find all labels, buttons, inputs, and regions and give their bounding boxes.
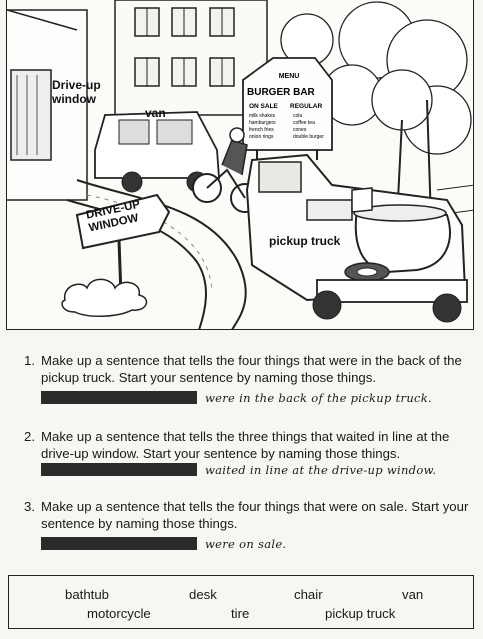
- sentence-ending-2: waited in line at the drive-up window.: [205, 463, 437, 477]
- answer-blank-1[interactable]: [41, 391, 197, 404]
- van-label: van: [145, 106, 166, 120]
- answer-blank-3[interactable]: [41, 537, 197, 550]
- word-bank-item: chair: [294, 587, 323, 602]
- menu-item: milk shakes: [249, 113, 276, 119]
- question-number: 2.: [24, 429, 35, 444]
- question-text: Make up a sentence that tells the three …: [41, 429, 450, 461]
- pickup-truck-label: pickup truck: [269, 234, 341, 248]
- word-bank-item: desk: [189, 587, 217, 602]
- menu-on-sale: ON SALE: [249, 103, 279, 110]
- menu-item: coffee tea: [293, 120, 315, 126]
- menu-item: cola: [293, 113, 302, 119]
- menu-item: french fries: [249, 127, 274, 133]
- menu-item: hamburgers: [249, 120, 276, 126]
- menu-item: double burger: [293, 134, 324, 140]
- sentence-ending-3: were on sale.: [205, 537, 287, 551]
- drive-up-window-label: Drive-up window: [52, 78, 101, 106]
- word-bank-item: tire: [231, 606, 250, 621]
- word-bank-item: van: [402, 587, 424, 602]
- question-text: Make up a sentence that tells the four t…: [41, 353, 462, 385]
- word-bank-item: pickup truck: [325, 606, 396, 621]
- scene-drawing: MENU BURGER BAR ON SALE REGULAR milk sha…: [7, 0, 473, 329]
- word-bank-item: motorcycle: [87, 606, 151, 621]
- answer-blank-2[interactable]: [41, 463, 197, 476]
- menu-name: BURGER BAR: [247, 87, 316, 98]
- question-number: 1.: [24, 353, 35, 368]
- question-text: Make up a sentence that tells the four t…: [41, 499, 469, 531]
- menu-item: onion rings: [249, 134, 274, 140]
- menu-regular: REGULAR: [290, 103, 322, 110]
- sentence-ending-1: were in the back of the pickup truck.: [205, 391, 433, 405]
- word-bank-item: bathtub: [65, 587, 109, 602]
- word-bank: bathtub desk chair van motorcycle tire p…: [8, 575, 474, 629]
- menu-item: cones: [293, 127, 307, 133]
- question-number: 3.: [24, 499, 35, 514]
- menu-title: MENU: [279, 73, 300, 80]
- scene-illustration: MENU BURGER BAR ON SALE REGULAR milk sha…: [6, 0, 474, 330]
